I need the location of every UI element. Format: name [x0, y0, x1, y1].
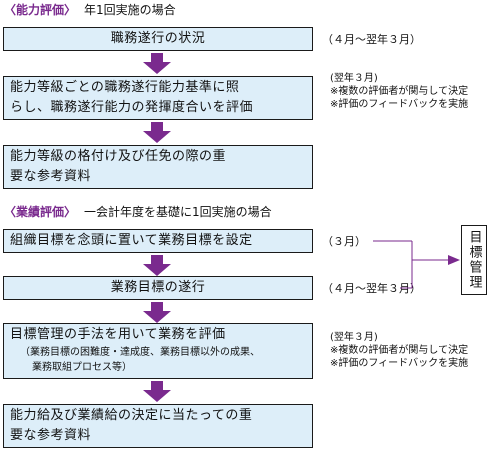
ability-box-reference-line1: 能力等級の格付け及び任免の際の重 [10, 149, 227, 164]
performance-box-reference: 能力給及び業績給の決定に当たっての重 要な参考資料 [3, 404, 313, 448]
flow-arrow-down-icon [143, 53, 171, 74]
performance-box-reference-line1: 能力給及び業績給の決定に当たっての重 [10, 408, 253, 423]
performance-note-evaluation: (翌年３月) ※複数の評価者が関与して決定 ※評価のフィードバックを実施 [330, 331, 468, 370]
performance-section-tag: 〈業績評価〉 [4, 205, 77, 219]
performance-note-march: （３月） [322, 235, 366, 248]
flow-arrow-down-icon [143, 122, 171, 143]
ability-box-evaluate: 能力等級ごとの職務遂行能力基準に照 らし、職務遂行能力の発揮度合いを評価 [3, 76, 313, 120]
ability-note-evaluation-date: (翌年３月) [330, 73, 378, 84]
performance-box-evaluate-main: 目標管理の手法を用いて業務を評価 [10, 327, 226, 342]
ability-box-reference-line2: 要な参考資料 [10, 169, 92, 184]
performance-box-evaluate-sub1: （業務目標の困難度・達成度、業務目標以外の成果、 [20, 347, 260, 358]
performance-box-execute-text: 業務目標の遂行 [110, 280, 206, 295]
goal-management-box: 目標管理 [461, 225, 487, 295]
ability-box-evaluate-line2: らし、職務遂行能力の発揮度合いを評価 [10, 100, 254, 115]
performance-note-evaluation-feedback: ※評価のフィードバックを実施 [330, 358, 469, 369]
performance-box-set-goals-text: 組織目標を念頭に置いて業務目標を設定 [10, 233, 253, 248]
performance-note-evaluation-date: (翌年３月) [330, 332, 378, 343]
flow-arrow-down-icon [143, 381, 171, 402]
ability-box-duty-status-text: 職務遂行の状況 [110, 31, 206, 46]
flow-arrow-down-icon [143, 255, 171, 276]
performance-section-desc: 一会計年度を基礎に1回実施の場合 [84, 205, 272, 219]
ability-box-evaluate-line1: 能力等級ごとの職務遂行能力基準に照 [10, 80, 240, 95]
ability-section-heading: 〈能力評価〉年1回実施の場合 [4, 2, 176, 18]
performance-box-reference-line2: 要な参考資料 [10, 428, 92, 443]
goal-management-label: 目標管理 [466, 230, 482, 290]
performance-note-evaluation-multi: ※複数の評価者が関与して決定 [330, 345, 469, 356]
performance-section-heading: 〈業績評価〉一会計年度を基礎に1回実施の場合 [4, 204, 272, 220]
flow-arrow-down-icon [143, 302, 171, 323]
ability-note-evaluation: (翌年３月) ※複数の評価者が関与して決定 ※評価のフィードバックを実施 [330, 72, 468, 111]
ability-section-tag: 〈能力評価〉 [4, 3, 77, 17]
performance-box-set-goals: 組織目標を念頭に置いて業務目標を設定 [3, 229, 313, 253]
ability-section-desc: 年1回実施の場合 [84, 3, 176, 17]
ability-note-period: （４月～翌年３月） [322, 33, 421, 46]
ability-box-reference: 能力等級の格付け及び任免の際の重 要な参考資料 [3, 145, 313, 189]
ability-note-evaluation-multi: ※複数の評価者が関与して決定 [330, 86, 469, 97]
performance-box-execute: 業務目標の遂行 [3, 276, 313, 300]
ability-box-duty-status: 職務遂行の状況 [3, 27, 313, 51]
performance-box-evaluate-sub2: 業務取組プロセス等） [32, 362, 132, 373]
ability-note-evaluation-feedback: ※評価のフィードバックを実施 [330, 99, 469, 110]
performance-note-period: （４月～翌年３月） [322, 282, 421, 295]
performance-box-evaluate: 目標管理の手法を用いて業務を評価 （業務目標の困難度・達成度、業務目標以外の成果… [3, 323, 313, 379]
